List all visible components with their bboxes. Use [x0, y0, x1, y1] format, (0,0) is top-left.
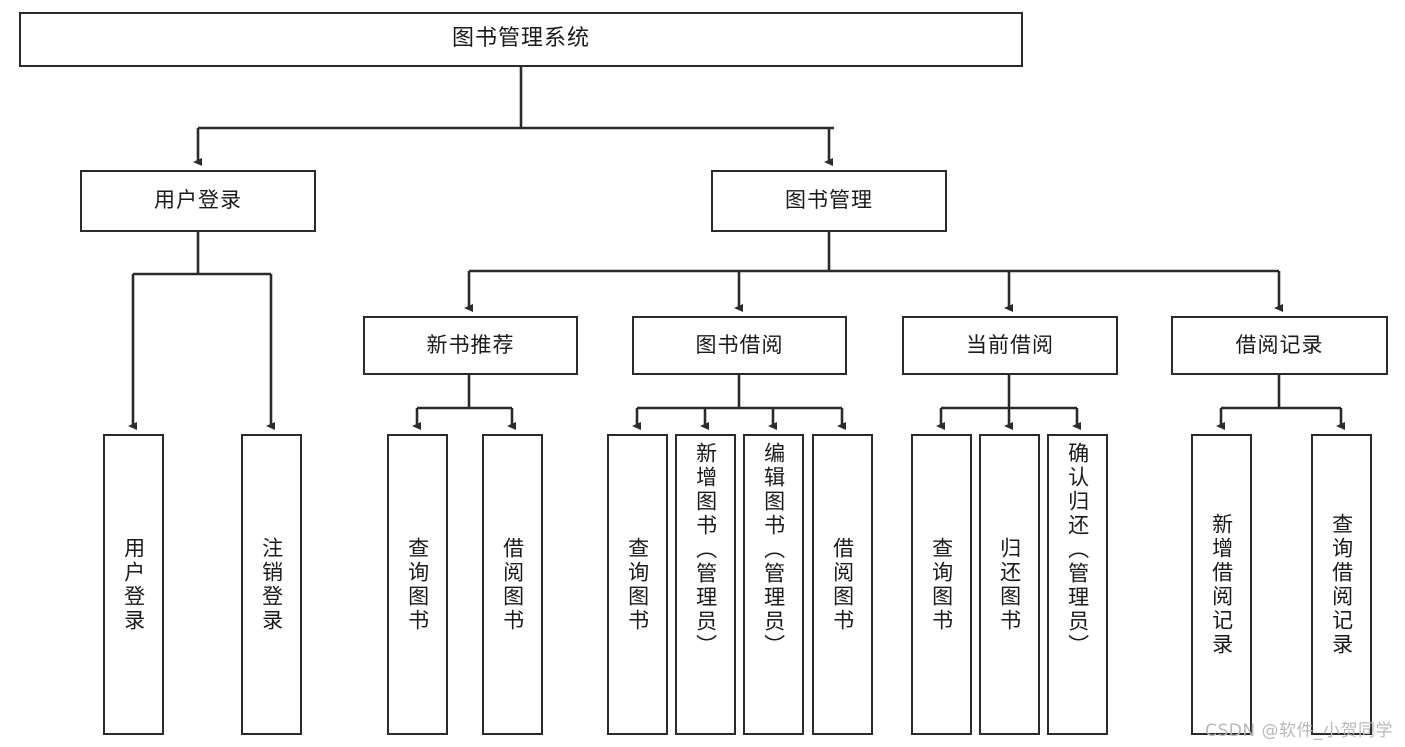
leaf-edit-book-admin-label: 编辑图书（管理员）: [761, 442, 786, 658]
leaf-return-book[interactable]: 归还图书: [979, 434, 1040, 735]
node-root[interactable]: 图书管理系统: [19, 12, 1023, 67]
node-current-borrow[interactable]: 当前借阅: [902, 316, 1118, 375]
leaf-borrow-book-borrow[interactable]: 借阅图书: [812, 434, 873, 735]
node-borrow-records[interactable]: 借阅记录: [1171, 316, 1388, 375]
leaf-return-book-label: 归还图书: [997, 536, 1022, 633]
leaf-add-book-admin[interactable]: 新增图书（管理员）: [675, 434, 736, 735]
node-book-borrow[interactable]: 图书借阅: [632, 316, 847, 375]
leaf-add-borrow-record[interactable]: 新增借阅记录: [1191, 434, 1252, 735]
leaf-query-borrow-record[interactable]: 查询借阅记录: [1311, 434, 1372, 735]
leaf-add-book-admin-label: 新增图书（管理员）: [693, 442, 718, 658]
leaf-borrow-book-newbook[interactable]: 借阅图书: [482, 434, 543, 735]
leaf-edit-book-admin[interactable]: 编辑图书（管理员）: [743, 434, 804, 735]
node-user-login[interactable]: 用户登录: [80, 170, 316, 232]
node-root-label: 图书管理系统: [451, 26, 590, 52]
csdn-watermark: CSDN @软件_小贺同学: [1205, 721, 1393, 741]
node-book-management[interactable]: 图书管理: [711, 170, 947, 232]
leaf-logout-label: 注销登录: [259, 536, 284, 633]
node-user-login-label: 用户登录: [154, 188, 242, 213]
leaf-confirm-return-admin-label: 确认归还（管理员）: [1065, 442, 1090, 658]
leaf-query-book-current-label: 查询图书: [929, 536, 954, 633]
leaf-user-login[interactable]: 用户登录: [103, 434, 164, 735]
leaf-add-borrow-record-label: 新增借阅记录: [1209, 512, 1234, 657]
node-book-borrow-label: 图书借阅: [695, 332, 784, 357]
node-current-borrow-label: 当前借阅: [966, 332, 1054, 357]
leaf-query-book-newbook[interactable]: 查询图书: [387, 434, 448, 735]
leaf-borrow-book-newbook-label: 借阅图书: [500, 536, 525, 633]
leaf-query-book-current[interactable]: 查询图书: [911, 434, 972, 735]
leaf-query-book-borrow[interactable]: 查询图书: [607, 434, 668, 735]
leaf-logout[interactable]: 注销登录: [241, 434, 302, 735]
leaf-confirm-return-admin[interactable]: 确认归还（管理员）: [1047, 434, 1108, 735]
leaf-query-book-borrow-label: 查询图书: [625, 536, 650, 633]
node-book-management-label: 图书管理: [785, 188, 873, 213]
node-new-book-recommend[interactable]: 新书推荐: [363, 316, 578, 375]
leaf-query-borrow-record-label: 查询借阅记录: [1329, 512, 1354, 657]
leaf-query-book-newbook-label: 查询图书: [405, 536, 430, 633]
node-borrow-records-label: 借阅记录: [1235, 332, 1324, 357]
leaf-user-login-label: 用户登录: [121, 536, 146, 633]
node-new-book-recommend-label: 新书推荐: [426, 332, 515, 357]
leaf-borrow-book-borrow-label: 借阅图书: [830, 536, 855, 633]
